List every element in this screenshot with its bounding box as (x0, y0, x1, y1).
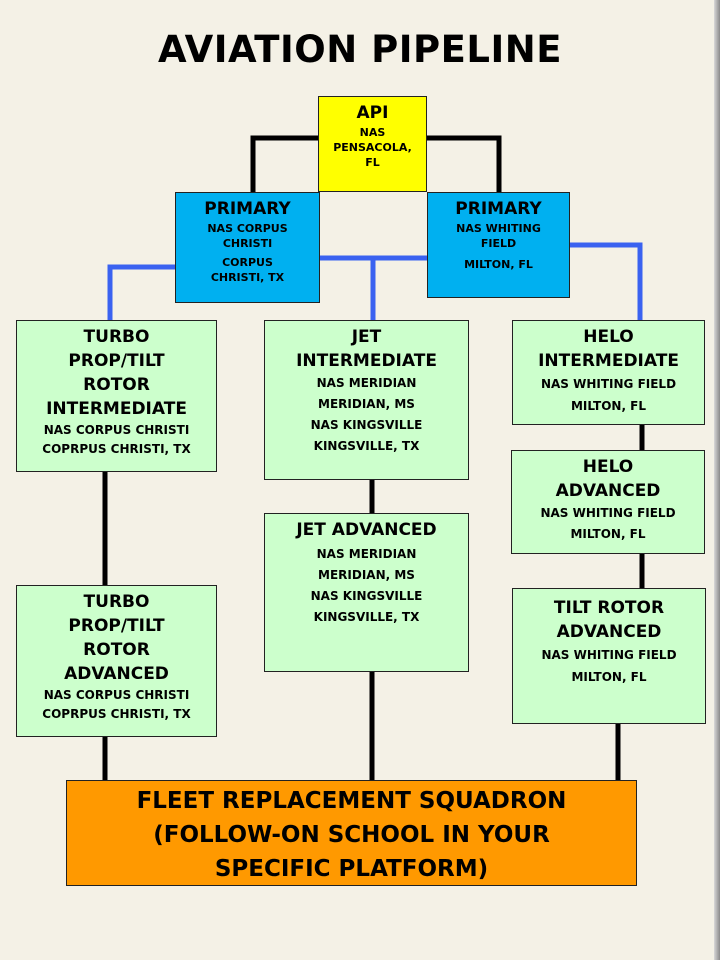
connector-api-primary (250, 135, 502, 192)
primary-heading: PRIMARY (204, 199, 291, 219)
jet-advanced-line: MERIDIAN, MS (318, 568, 415, 582)
helo-advanced-heading: HELO (582, 457, 634, 477)
jet-advanced-node: JET ADVANCED NAS MERIDIAN MERIDIAN, MS N… (264, 513, 469, 672)
turbo-intermediate-heading: PROP/TILT (68, 351, 165, 371)
jet-intermediate-heading: INTERMEDIATE (296, 351, 437, 371)
tilt-rotor-advanced-heading: ADVANCED (556, 622, 662, 642)
api-line: NAS (359, 126, 386, 139)
jet-advanced-line: KINGSVILLE, TX (313, 610, 420, 624)
helo-intermediate-line: NAS WHITING FIELD (540, 377, 677, 391)
connector-primary-helo (570, 242, 643, 320)
primary-line: MILTON, FL (464, 258, 533, 271)
turbo-advanced-heading: TURBO (83, 592, 150, 612)
helo-intermediate-heading: HELO (583, 327, 634, 347)
helo-advanced-line: MILTON, FL (570, 527, 646, 541)
turbo-advanced-heading: ADVANCED (64, 664, 169, 684)
tilt-rotor-advanced-heading: TILT ROTOR (553, 598, 665, 618)
helo-intermediate-node: HELO INTERMEDIATE NAS WHITING FIELD MILT… (512, 320, 705, 425)
jet-intermediate-line: MERIDIAN, MS (318, 397, 415, 411)
connector-primary-jet (320, 255, 427, 320)
api-heading: API (356, 103, 389, 123)
jet-advanced-line: NAS KINGSVILLE (310, 589, 423, 603)
helo-intermediate-heading: INTERMEDIATE (538, 351, 679, 371)
primary-whiting-field-node: PRIMARY NAS WHITING FIELD MILTON, FL (427, 192, 570, 298)
turbo-advanced-heading: PROP/TILT (68, 616, 165, 636)
connector-primary-intermediate (107, 264, 175, 320)
primary-line: CORPUS (222, 256, 273, 269)
primary-line: NAS CORPUS (207, 222, 288, 235)
primary-corpus-christi-node: PRIMARY NAS CORPUS CHRISTI CORPUS CHRIST… (175, 192, 320, 303)
turbo-advanced-line: COPRPUS CHRISTI, TX (42, 707, 191, 721)
helo-advanced-node: HELO ADVANCED NAS WHITING FIELD MILTON, … (511, 450, 705, 554)
page-title: AVIATION PIPELINE (158, 28, 562, 71)
tilt-rotor-advanced-line: NAS WHITING FIELD (541, 648, 677, 662)
tilt-rotor-advanced-line: MILTON, FL (571, 670, 647, 684)
jet-intermediate-heading: JET (351, 327, 382, 347)
api-line: PENSACOLA, (333, 141, 412, 154)
primary-line: FIELD (480, 237, 517, 250)
api-node: API NAS PENSACOLA, FL (318, 96, 427, 192)
tilt-rotor-advanced-node: TILT ROTOR ADVANCED NAS WHITING FIELD MI… (512, 588, 706, 724)
helo-advanced-line: NAS WHITING FIELD (540, 506, 676, 520)
page-edge-shadow (714, 0, 720, 960)
primary-heading: PRIMARY (455, 199, 542, 219)
turbo-intermediate-heading: TURBO (83, 327, 150, 347)
fleet-line: FLEET REPLACEMENT SQUADRON (136, 788, 567, 814)
turbo-advanced-heading: ROTOR (83, 640, 150, 660)
turbo-advanced-line: NAS CORPUS CHRISTI (43, 688, 190, 702)
jet-intermediate-node: JET INTERMEDIATE NAS MERIDIAN MERIDIAN, … (264, 320, 469, 480)
jet-advanced-line: NAS MERIDIAN (316, 547, 417, 561)
fleet-replacement-squadron-node: FLEET REPLACEMENT SQUADRON (FOLLOW-ON SC… (66, 780, 637, 886)
jet-intermediate-line: KINGSVILLE, TX (313, 439, 420, 453)
primary-line: NAS WHITING (456, 222, 541, 235)
helo-intermediate-line: MILTON, FL (570, 399, 647, 413)
jet-advanced-heading: JET ADVANCED (296, 520, 437, 540)
api-line: FL (365, 156, 380, 169)
turbo-intermediate-line: COPRPUS CHRISTI, TX (42, 442, 191, 456)
turbo-advanced-node: TURBO PROP/TILT ROTOR ADVANCED NAS CORPU… (16, 585, 217, 737)
fleet-line: (FOLLOW-ON SCHOOL IN YOUR (153, 822, 550, 848)
turbo-intermediate-heading: ROTOR (83, 375, 150, 395)
fleet-line: SPECIFIC PLATFORM) (214, 856, 489, 882)
primary-line: CHRISTI, TX (210, 271, 285, 284)
jet-intermediate-line: NAS MERIDIAN (316, 376, 417, 390)
turbo-intermediate-node: TURBO PROP/TILT ROTOR INTERMEDIATE NAS C… (16, 320, 217, 472)
turbo-intermediate-line: NAS CORPUS CHRISTI (43, 423, 190, 437)
jet-intermediate-line: NAS KINGSVILLE (310, 418, 423, 432)
connector-helo (615, 425, 645, 780)
turbo-intermediate-heading: INTERMEDIATE (46, 399, 187, 419)
primary-line: CHRISTI (222, 237, 273, 250)
helo-advanced-heading: ADVANCED (555, 481, 661, 501)
